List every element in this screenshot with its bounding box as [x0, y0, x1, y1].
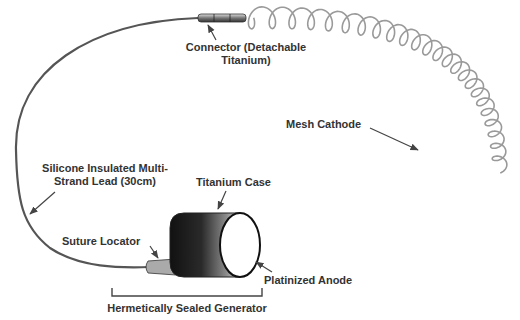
- leader-line: [208, 25, 216, 40]
- coil-winding: [248, 7, 506, 173]
- leader-line: [256, 262, 272, 272]
- part-label: Titanium Case: [196, 176, 271, 189]
- part-label: Connector (Detachable Titanium): [180, 41, 312, 67]
- part-label: Silicone Insulated Multi-Strand Lead (30…: [27, 162, 183, 188]
- part-label: Platinized Anode: [264, 274, 352, 287]
- connector-ring: [214, 14, 215, 22]
- leader-line: [150, 246, 158, 258]
- connector-body: [198, 14, 246, 22]
- leader-line: [218, 191, 226, 209]
- mesh-coil: [248, 7, 506, 173]
- platinized-anode: [220, 213, 260, 277]
- part-label: Hermetically Sealed Generator: [107, 302, 267, 315]
- part-label: Mesh Cathode: [286, 118, 361, 131]
- connector-ring: [230, 14, 231, 22]
- leader-line: [370, 128, 418, 150]
- bracket: [112, 288, 262, 296]
- part-label: Suture Locator: [62, 235, 140, 248]
- leader-line: [30, 192, 55, 214]
